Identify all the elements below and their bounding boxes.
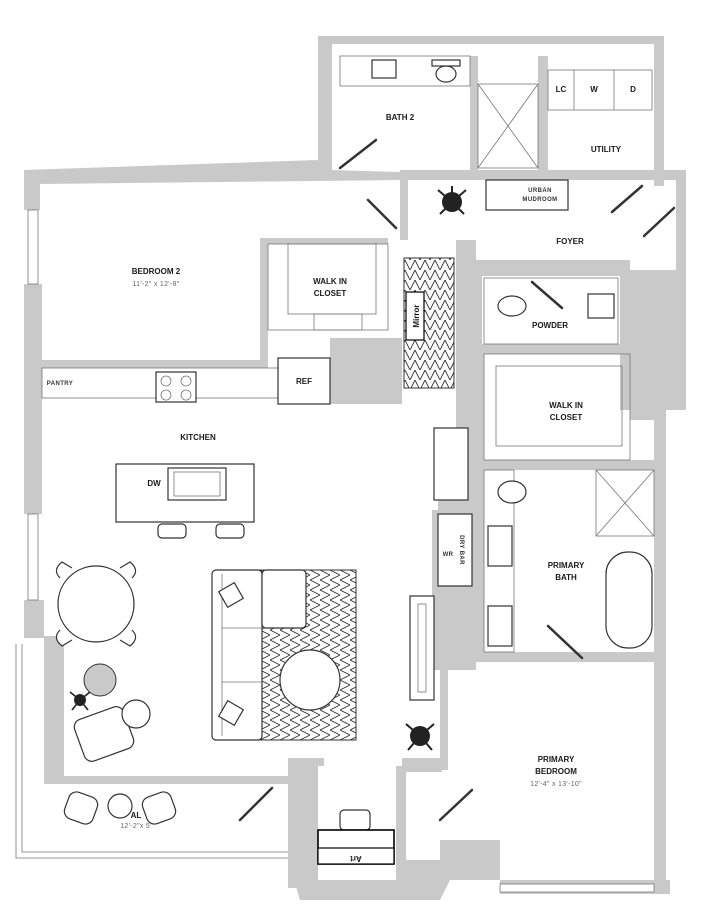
primary-bedroom: PRIMARY BEDROOM 12'-4" x 13'-10" — [438, 755, 655, 893]
lc-label: LC — [556, 85, 567, 94]
living: WR DRY BAR — [55, 513, 473, 762]
plant-icon — [69, 691, 91, 711]
bedroom-2: BEDROOM 2 11'-2" x 12'-8" WALK IN CLOSET — [132, 243, 389, 331]
foyer-label: FOYER — [556, 237, 584, 246]
primary-bed-dim: 12'-4" x 13'-10" — [530, 781, 582, 788]
powder: POWDER — [483, 277, 619, 345]
walkin2-line2: CLOSET — [550, 413, 583, 422]
dry-bar-label: DRY BAR — [458, 535, 464, 565]
kitchen-label: KITCHEN — [180, 433, 216, 442]
primary-bed-1: PRIMARY — [538, 755, 575, 764]
bedroom2-name: BEDROOM 2 — [132, 267, 181, 276]
walk-in-closet-2: WALK IN CLOSET — [483, 353, 631, 461]
desk: Art — [317, 809, 395, 865]
primary-bath-1: PRIMARY — [548, 561, 585, 570]
wr-label: WR — [443, 552, 454, 558]
primary-bed-2: BEDROOM — [535, 767, 577, 776]
pantry-label: PANTRY — [47, 381, 73, 387]
mirror-runner: Mirror — [403, 257, 455, 389]
plant-icon — [405, 723, 435, 751]
mudroom-label: MUDROOM — [522, 197, 557, 203]
primary-bath: PRIMARY BATH — [483, 469, 655, 660]
balcony-dim: 12'-2"x 5' — [120, 823, 152, 830]
walkin1-line1: WALK IN — [313, 277, 347, 286]
balcony-name: AL — [131, 811, 142, 820]
dw-label: DW — [147, 479, 161, 488]
balcony: AL 12'-2"x 5' — [63, 786, 274, 830]
walkin2-line1: WALK IN — [549, 401, 583, 410]
kitchen: PANTRY REF KITCHEN DW — [41, 357, 469, 539]
walls — [24, 36, 686, 900]
bath2-label: BATH 2 — [386, 113, 415, 122]
urban-label: URBAN — [528, 188, 552, 194]
bath-2: BATH 2 — [338, 55, 539, 170]
bedroom2-dim: 11'-2" x 12'-8" — [132, 281, 179, 288]
foyer: URBAN MUDROOM FOYER — [366, 179, 676, 246]
washer-label: W — [590, 85, 598, 94]
art-label: Art — [350, 854, 362, 863]
walkin1-line2: CLOSET — [314, 289, 347, 298]
primary-bath-2: BATH — [555, 573, 577, 582]
ref-label: REF — [296, 377, 312, 386]
plant-icon — [437, 186, 467, 215]
utility: LC W D UTILITY — [547, 69, 653, 154]
mirror-label: Mirror — [412, 304, 421, 327]
utility-label: UTILITY — [591, 145, 622, 154]
dryer-label: D — [630, 85, 636, 94]
powder-label: POWDER — [532, 321, 568, 330]
